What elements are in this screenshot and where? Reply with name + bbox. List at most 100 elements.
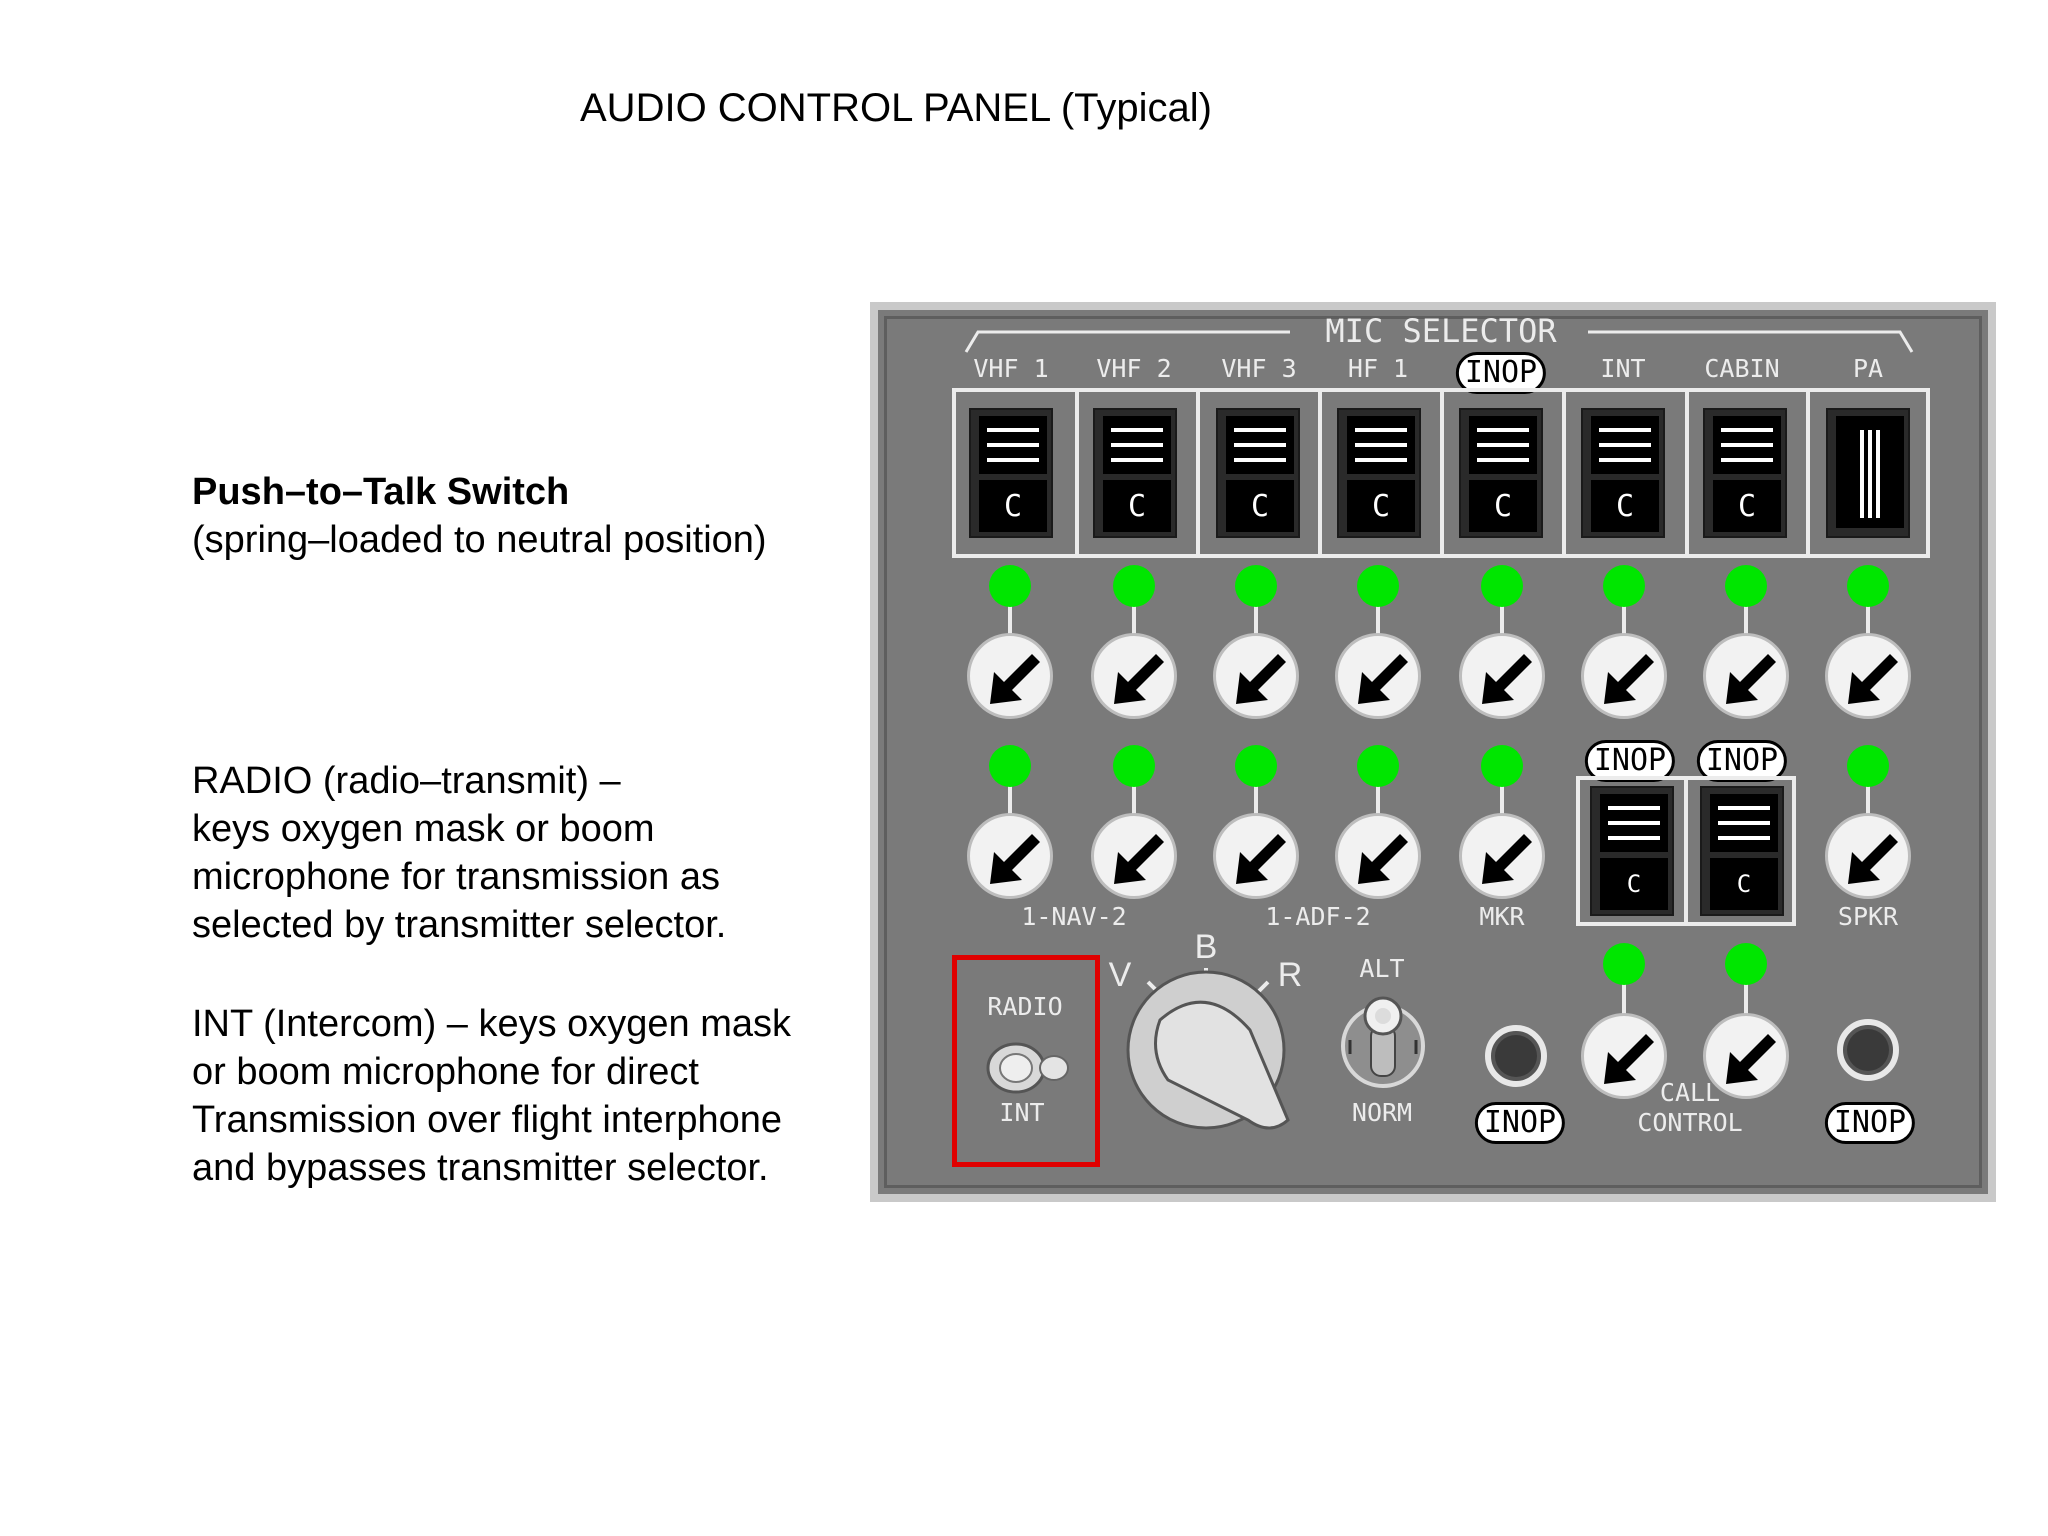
volume-knob[interactable] (1459, 813, 1545, 899)
key-call-light: C (1713, 480, 1781, 532)
mic-key-vhf1[interactable]: C (969, 408, 1053, 538)
mic-selector-label: MIC SELECTOR (1325, 312, 1557, 350)
lamp-stem (1744, 964, 1748, 1018)
volume-knob-arrow-icon (1848, 654, 1898, 704)
receiver-indicator-light (1481, 745, 1523, 787)
inop-tag-channel5: INOP (1455, 352, 1547, 394)
filter-b-label: B (1194, 928, 1218, 966)
mid-key-2[interactable]: C (1700, 786, 1784, 916)
volume-knob[interactable] (1581, 1013, 1667, 1099)
volume-knob[interactable] (1825, 633, 1911, 719)
filter-v-label: V (1108, 956, 1132, 994)
volume-knob-arrow-icon (1358, 654, 1408, 704)
ptt-description: Push–to–Talk Switch (spring–loaded to ne… (192, 468, 767, 564)
rotary-selector-icon[interactable] (1120, 960, 1300, 1140)
lamp-stem (1254, 586, 1258, 638)
key-lines-icon (1226, 416, 1294, 474)
lamp-stem (1376, 586, 1380, 638)
volume-knob-arrow-icon (1358, 834, 1408, 884)
volume-knob-arrow-icon (1482, 654, 1532, 704)
volume-knob[interactable] (1459, 633, 1545, 719)
page-title: AUDIO CONTROL PANEL (Typical) (580, 86, 1212, 130)
receiver-indicator-light (1847, 565, 1889, 607)
channel-label-cabin: CABIN (1704, 354, 1780, 383)
radio-line: keys oxygen mask or boom (192, 808, 655, 850)
key-lines-icon (1710, 794, 1778, 852)
lamp-stem (1008, 586, 1012, 638)
volume-knob-arrow-icon (990, 834, 1040, 884)
volume-knob-arrow-icon (1236, 834, 1286, 884)
lamp-stem (1622, 586, 1626, 638)
channel-label-pa: PA (1852, 354, 1884, 383)
key-divider (1806, 388, 1810, 558)
int-line: INT (Intercom) – keys oxygen mask (192, 1003, 792, 1045)
key-lines-icon (1591, 416, 1659, 474)
volume-knob-arrow-icon (1726, 654, 1776, 704)
volume-knob[interactable] (1335, 633, 1421, 719)
lamp-stem (1008, 766, 1012, 818)
lamp-stem (1744, 586, 1748, 638)
channel-label-vhf1: VHF 1 (973, 354, 1049, 383)
volume-knob[interactable] (1213, 813, 1299, 899)
volume-knob[interactable] (1091, 813, 1177, 899)
volume-knob[interactable] (1091, 633, 1177, 719)
alt-norm-toggle-icon[interactable] (1338, 992, 1428, 1090)
alt-label: ALT (1359, 954, 1405, 983)
volume-knob[interactable] (1213, 633, 1299, 719)
radio-line: RADIO (radio–transmit) – (192, 760, 621, 802)
ptt-radio-label: RADIO (987, 992, 1063, 1021)
mkr-label: MKR (1479, 902, 1525, 931)
volume-knob[interactable] (1703, 633, 1789, 719)
int-line: Transmission over flight interphone (192, 1099, 782, 1141)
pa-key-lines-icon (1836, 416, 1904, 528)
volume-knob[interactable] (967, 813, 1053, 899)
lamp-stem (1866, 766, 1870, 818)
headset-jack-icon[interactable] (1485, 1025, 1547, 1087)
volume-knob[interactable] (1581, 633, 1667, 719)
norm-label: NORM (1351, 1098, 1413, 1127)
receiver-indicator-light (1235, 745, 1277, 787)
inop-tag-bottom-left: INOP (1474, 1102, 1566, 1144)
key-divider (1684, 776, 1688, 926)
mid-key-1[interactable]: C (1590, 786, 1674, 916)
ptt-subtitle: (spring–loaded to neutral position) (192, 519, 767, 561)
spkr-label: SPKR (1837, 902, 1899, 931)
mic-key-inop[interactable]: C (1459, 408, 1543, 538)
receiver-indicator-light (1481, 565, 1523, 607)
volume-knob-arrow-icon (1848, 834, 1898, 884)
key-lines-icon (979, 416, 1047, 474)
volume-knob-arrow-icon (990, 654, 1040, 704)
volume-knob-arrow-icon (1114, 834, 1164, 884)
lamp-stem (1132, 586, 1136, 638)
ptt-int-label: INT (999, 1098, 1045, 1127)
channel-label-vhf2: VHF 2 (1096, 354, 1172, 383)
mic-key-cabin[interactable]: C (1703, 408, 1787, 538)
key-lines-icon (1713, 416, 1781, 474)
key-lines-icon (1103, 416, 1171, 474)
volume-knob[interactable] (1703, 1013, 1789, 1099)
panel-bezel (884, 316, 1982, 1188)
mic-key-vhf2[interactable]: C (1093, 408, 1177, 538)
mic-key-int[interactable]: C (1581, 408, 1665, 538)
volume-knob[interactable] (1335, 813, 1421, 899)
volume-knob[interactable] (1825, 813, 1911, 899)
key-call-light: C (1600, 858, 1668, 910)
receiver-indicator-light (1113, 565, 1155, 607)
mic-key-vhf3[interactable]: C (1216, 408, 1300, 538)
headset-jack-icon[interactable] (1837, 1019, 1899, 1081)
toggle-switch-icon[interactable] (984, 1038, 1074, 1100)
mic-key-hf1[interactable]: C (1337, 408, 1421, 538)
lamp-stem (1500, 766, 1504, 818)
key-call-light: C (1347, 480, 1415, 532)
receiver-indicator-light (989, 745, 1031, 787)
receiver-indicator-light (1357, 745, 1399, 787)
volume-knob[interactable] (967, 633, 1053, 719)
lamp-stem (1254, 766, 1258, 818)
volume-knob-arrow-icon (1604, 654, 1654, 704)
receiver-indicator-light (1603, 943, 1645, 985)
adf-label: 1-ADF-2 (1265, 902, 1371, 931)
key-divider (1318, 388, 1322, 558)
key-call-light: C (1226, 480, 1294, 532)
mic-key-pa[interactable] (1826, 408, 1910, 538)
ptt-title: Push–to–Talk Switch (192, 471, 570, 513)
